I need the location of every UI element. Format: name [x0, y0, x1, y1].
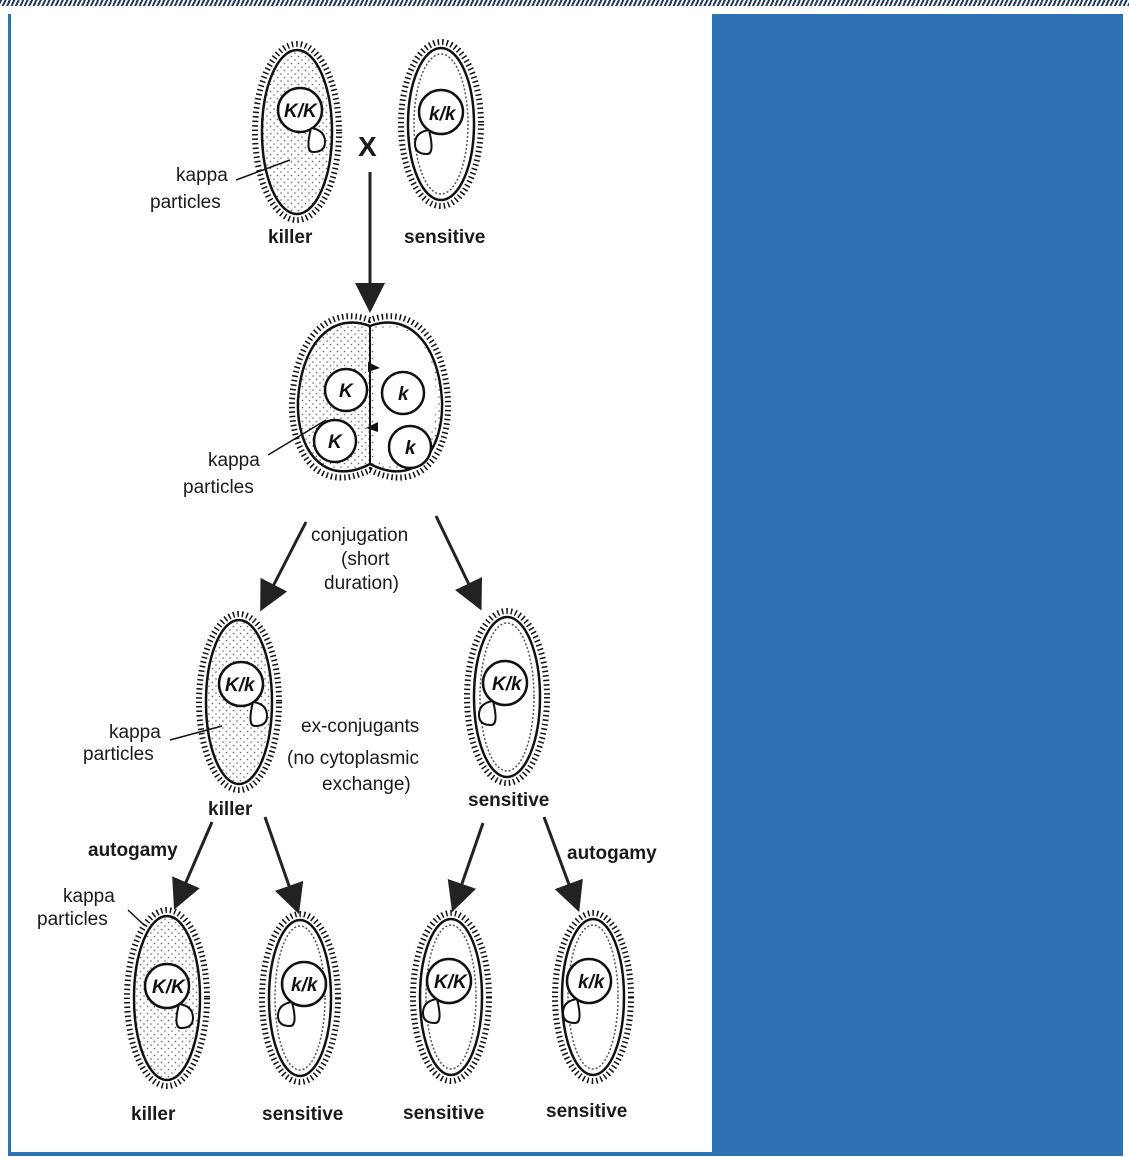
paramecium-kappa-diagram: K/K k/k X kappa particles killer sensiti…	[0, 0, 712, 1157]
nucleus-label-3: K	[328, 432, 343, 453]
arrow-to-ex-killer	[267, 522, 306, 598]
bottom-genotype-1: K/K	[152, 977, 186, 998]
bottom-label-4: sensitive	[546, 1101, 627, 1122]
top-sensitive-genotype: k/k	[429, 104, 457, 125]
bottom-kappa-label-2: particles	[37, 909, 108, 930]
ex-killer-label: killer	[208, 799, 253, 820]
bottom-label-2: sensitive	[262, 1104, 343, 1125]
bottom-label-1: killer	[131, 1104, 176, 1125]
autogamy-right-label: autogamy	[567, 843, 657, 864]
ex-kappa-label-1: kappa	[109, 722, 161, 743]
nucleus-label-4: k	[405, 438, 417, 459]
conjugation-text-1: conjugation	[311, 525, 408, 546]
arrow-autogamy-ll	[180, 822, 212, 896]
ex-killer-genotype: K/k	[225, 675, 256, 696]
bottom-label-3: sensitive	[403, 1103, 484, 1124]
bottom-cell-1	[127, 910, 207, 1086]
bottom-cell-3	[413, 913, 489, 1081]
top-kappa-label-2: particles	[150, 192, 221, 213]
bottom-cell-2	[262, 914, 338, 1082]
bottom-cell-4	[555, 913, 631, 1081]
ex-killer-cell	[199, 614, 279, 790]
top-sensitive-label: sensitive	[404, 227, 485, 248]
bottom-genotype-4: k/k	[578, 972, 606, 993]
conjugation-text-2: (short	[341, 549, 390, 570]
ex-conjugants-text-3: exchange)	[322, 774, 411, 795]
bottom-genotype-2: k/k	[291, 975, 319, 996]
top-killer-cell	[255, 44, 339, 220]
top-killer-genotype: K/K	[284, 101, 318, 122]
ex-kappa-label-2: particles	[83, 744, 154, 765]
top-killer-label: killer	[268, 227, 313, 248]
ex-sensitive-cell	[467, 611, 547, 783]
mid-kappa-label-1: kappa	[208, 450, 260, 471]
ex-sensitive-genotype: K/k	[492, 674, 523, 695]
nucleus-label-2: k	[398, 384, 410, 405]
cross-symbol: X	[358, 131, 377, 162]
ex-conjugants-text-1: ex-conjugants	[301, 716, 419, 737]
conjugation-text-3: duration)	[324, 573, 399, 594]
conjugating-pair	[292, 316, 448, 477]
ex-sensitive-label: sensitive	[468, 790, 549, 811]
bottom-kappa-label-1: kappa	[63, 886, 115, 907]
top-kappa-label-1: kappa	[176, 165, 228, 186]
nucleus-label-1: K	[339, 381, 354, 402]
bottom-genotype-3: K/K	[434, 972, 468, 993]
ex-conjugants-text-2: (no cytoplasmic	[287, 748, 419, 769]
arrow-autogamy-lr	[265, 817, 294, 900]
blue-side-panel	[712, 14, 1123, 1154]
mid-kappa-label-2: particles	[183, 477, 254, 498]
autogamy-left-label: autogamy	[88, 840, 178, 861]
arrow-to-ex-sensitive	[436, 516, 475, 597]
arrow-autogamy-rl	[457, 823, 483, 898]
